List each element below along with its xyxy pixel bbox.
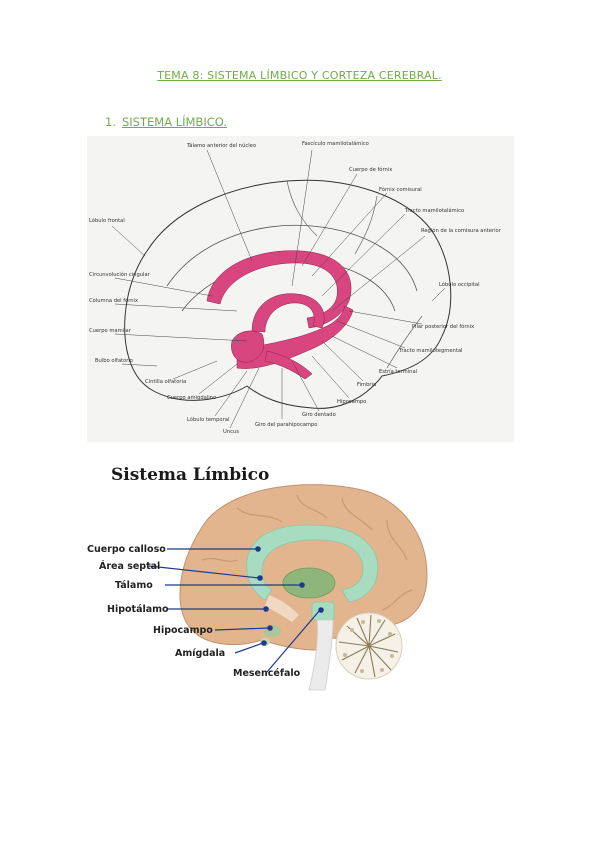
brainstem xyxy=(308,619,334,691)
label-fornix-comisural: Fórnix comisural xyxy=(379,186,422,193)
label-cuerpo-calloso: Cuerpo calloso xyxy=(87,544,166,555)
label-area-septal: Área septal xyxy=(99,560,160,572)
label-mesencefalo: Mesencéfalo xyxy=(233,668,301,679)
label-cuerpo-mamilar: Cuerpo mamilar xyxy=(89,328,132,334)
label-pilar-posterior: Pilar posterior del fórnix xyxy=(412,323,474,330)
brain-outline xyxy=(124,179,452,409)
label-bulbo-olfatorio: Bulbo olfatorio xyxy=(95,358,133,364)
label-lobulo-frontal: Lóbulo frontal xyxy=(89,217,125,224)
cerebellum xyxy=(335,612,403,680)
label-talamo-anterior: Tálamo anterior del núcleo xyxy=(186,142,256,149)
label-cuerpo-fornix: Cuerpo de fórnix xyxy=(349,166,392,173)
figure1-labels: Tálamo anterior del núcleo Fascículo mam… xyxy=(89,140,502,435)
label-columna-fornix: Columna del fórnix xyxy=(89,297,138,304)
limbic-structures xyxy=(206,250,354,380)
figure2-title: Sistema Límbico xyxy=(111,465,269,485)
label-region-comisura: Región de la comisura anterior xyxy=(421,227,502,234)
label-amigdala: Amígdala xyxy=(175,648,225,659)
section-heading-text: SISTEMA LÍMBICO. xyxy=(121,115,227,129)
label-estria-terminal: Estría terminal xyxy=(379,368,417,375)
label-uncus: Uncus xyxy=(223,429,239,435)
label-cuerpo-amigdalino: Cuerpo amigdalino xyxy=(167,395,216,401)
label-hipocampo: Hipocampo xyxy=(153,625,213,636)
cuerpo-calloso-region xyxy=(246,524,379,603)
label-giro-dentado: Giro dentado xyxy=(302,412,336,418)
label-giro-parahipocampo: Giro del parahipocampo xyxy=(255,422,317,428)
label-hipocampo: Hipocampo xyxy=(337,399,366,405)
talamo-region xyxy=(282,567,336,599)
label-talamo: Tálamo xyxy=(115,580,153,591)
label-circunvolucion-cingular: Circunvolución cingular xyxy=(89,271,151,278)
hipotalamo-region xyxy=(265,595,299,622)
figure2-labels: Cuerpo calloso Área septal Tálamo Hipotá… xyxy=(87,544,301,679)
section-heading: 1. SISTEMA LÍMBICO. xyxy=(105,115,227,129)
label-cintilla-olfatoria: Cintilla olfatoria xyxy=(145,379,186,385)
label-tracto-mamilotalamico: Tracto mamilotalámico xyxy=(404,207,464,214)
page-title: TEMA 8: SISTEMA LÍMBICO Y CORTEZA CEREBR… xyxy=(157,69,442,82)
section-number: 1. xyxy=(105,115,116,129)
label-lobulo-temporal: Lóbulo temporal xyxy=(187,416,229,423)
limbic-color-diagram: Sistema Límbico xyxy=(87,450,447,706)
label-fimbria: Fimbria xyxy=(357,382,376,388)
label-tracto-mamilotegmental: Tracto mamilotegmental xyxy=(398,348,462,354)
limbic-line-drawing: Tálamo anterior del núcleo Fascículo mam… xyxy=(87,136,514,442)
label-hipotalamo: Hipotálamo xyxy=(107,604,169,615)
label-lobulo-occipital: Lóbulo occipital xyxy=(439,281,480,288)
label-fasciculo-mamilotalamico: Fascículo mamilotalámico xyxy=(302,140,369,147)
